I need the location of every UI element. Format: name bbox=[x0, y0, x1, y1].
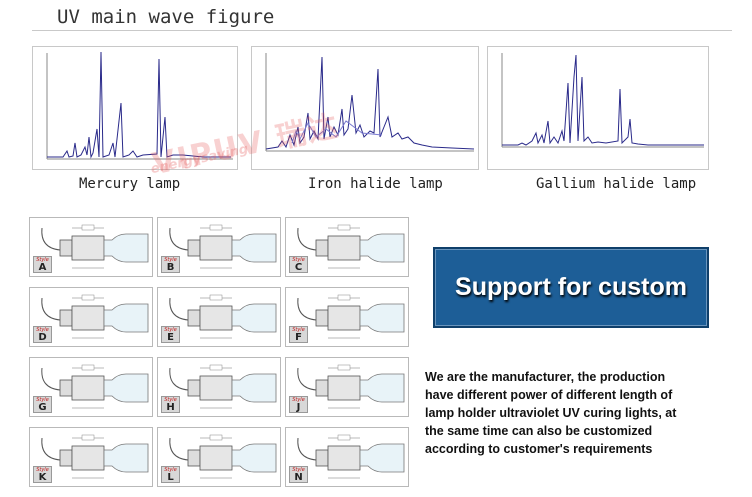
heading-divider bbox=[32, 30, 732, 31]
lamp-holder-drawing bbox=[297, 434, 405, 479]
description-line: according to customer's requirements bbox=[425, 442, 653, 456]
style-word: Style bbox=[36, 467, 49, 473]
style-word: Style bbox=[164, 467, 177, 473]
style-letter: D bbox=[38, 332, 47, 343]
style-word: Style bbox=[164, 257, 177, 263]
description-line: We are the manufacturer, the production bbox=[425, 370, 666, 384]
lamp-holder-drawing bbox=[41, 434, 149, 479]
style-letter: H bbox=[166, 402, 175, 413]
style-word: Style bbox=[164, 327, 177, 333]
style-letter: K bbox=[38, 472, 47, 483]
iron-halide-spectrum-chart bbox=[251, 46, 479, 170]
style-letter: C bbox=[294, 262, 303, 273]
style-word: Style bbox=[292, 397, 305, 403]
lamp-holder-drawing bbox=[41, 224, 149, 269]
style-letter: N bbox=[294, 472, 303, 483]
description-line: the same time can also be customized bbox=[425, 424, 653, 438]
style-letter: J bbox=[296, 402, 301, 413]
lamp-holder-drawing bbox=[297, 364, 405, 409]
manufacturer-description: We are the manufacturer, the production … bbox=[425, 368, 725, 458]
lamp-holder-drawing bbox=[169, 294, 277, 339]
mercury-caption: Mercury lamp bbox=[79, 176, 181, 192]
support-custom-banner: Support for custom bbox=[433, 247, 709, 328]
style-letter: B bbox=[166, 262, 175, 273]
style-letter: L bbox=[167, 472, 174, 483]
description-line: have different power of different length… bbox=[425, 388, 673, 402]
lamp-holder-drawing bbox=[169, 434, 277, 479]
lamp-holder-drawing bbox=[41, 364, 149, 409]
style-word: Style bbox=[292, 257, 305, 263]
section-heading: UV main wave figure bbox=[57, 6, 275, 28]
iron-halide-spectrum-plot bbox=[265, 53, 475, 152]
lamp-holder-drawing bbox=[169, 364, 277, 409]
style-word: Style bbox=[292, 467, 305, 473]
lamp-holder-drawing bbox=[169, 224, 277, 269]
style-letter: A bbox=[38, 262, 47, 273]
style-letter: F bbox=[295, 332, 302, 343]
style-word: Style bbox=[292, 327, 305, 333]
mercury-spectrum-plot bbox=[46, 51, 233, 160]
description-line: lamp holder ultraviolet UV curing lights… bbox=[425, 406, 677, 420]
iron-halide-caption: Iron halide lamp bbox=[308, 176, 443, 192]
lamp-holder-drawing bbox=[297, 224, 405, 269]
style-letter: E bbox=[167, 332, 174, 343]
style-word: Style bbox=[36, 257, 49, 263]
gallium-halide-spectrum-chart bbox=[487, 46, 709, 170]
gallium-halide-caption: Gallium halide lamp bbox=[536, 176, 697, 192]
style-word: Style bbox=[36, 397, 49, 403]
gallium-halide-spectrum-plot bbox=[501, 53, 704, 148]
style-word: Style bbox=[36, 327, 49, 333]
style-letter: G bbox=[38, 402, 47, 413]
support-custom-title: Support for custom bbox=[455, 273, 687, 301]
lamp-holder-drawing bbox=[297, 294, 405, 339]
lamp-holder-drawing bbox=[41, 294, 149, 339]
mercury-spectrum-chart bbox=[32, 46, 238, 170]
style-word: Style bbox=[164, 397, 177, 403]
